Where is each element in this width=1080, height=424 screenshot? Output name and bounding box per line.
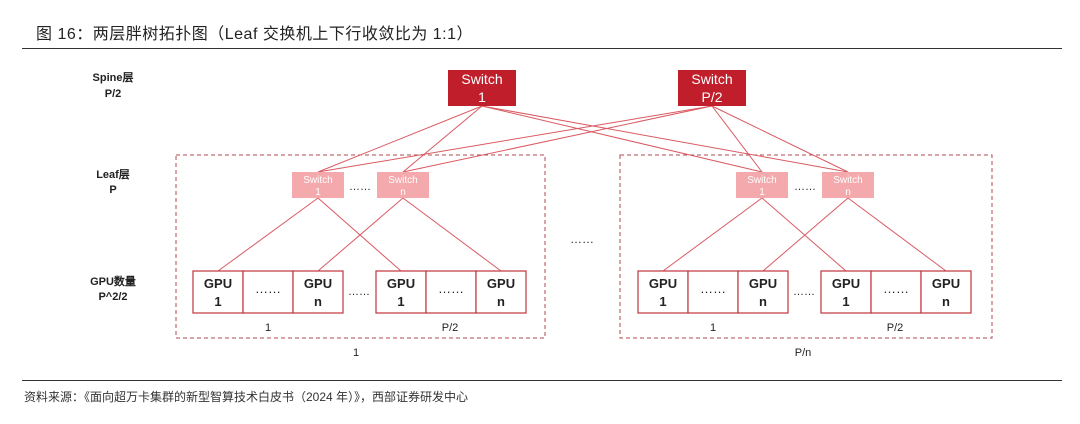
gpu-cell-4-3	[920, 270, 972, 314]
gpu-cell-1-1	[192, 270, 244, 314]
gpu-cell-label: GPU	[649, 276, 677, 291]
bottom-divider	[22, 380, 1062, 381]
gpu-cell-index: 1	[397, 294, 404, 309]
gpu-cell-label: GPU	[304, 276, 332, 291]
spine-leaf-link-2-2	[402, 105, 713, 173]
page-title: 图 16：两层胖树拓扑图（Leaf 交换机上下行收敛比为 1:1）	[36, 26, 474, 43]
svg-text:Switch: Switch	[833, 175, 862, 186]
svg-text:Switch: Switch	[747, 175, 776, 186]
spine-leaf-link-1-1	[317, 105, 483, 173]
leaf-layer-count: P	[109, 184, 116, 196]
group-label-1: 1	[265, 322, 271, 334]
leaf-switch-1: Switch 1	[292, 172, 344, 198]
pod-label-1: 1	[353, 347, 359, 359]
gpu-cell-label: GPU	[487, 276, 515, 291]
gpu-cell-label: GPU	[932, 276, 960, 291]
gpu-cell-label: ……	[700, 281, 726, 296]
spine-layer-label: Spine层	[93, 71, 134, 84]
svg-text:n: n	[400, 187, 406, 198]
svg-text:Switch: Switch	[461, 71, 502, 87]
leaf-gpu-link-3-a	[662, 197, 763, 272]
gpu-layer-label: GPU数量	[90, 274, 136, 288]
spine-leaf-link-1-4	[481, 105, 849, 173]
source-note: 资料来源：《面向超万卡集群的新型智算技术白皮书（2024 年）》，西部证券研发中…	[24, 390, 469, 404]
pod-label-2: P/n	[795, 347, 812, 359]
svg-text:1: 1	[315, 187, 321, 198]
leaf-gpu-link-1-b	[317, 197, 404, 272]
svg-text:Switch: Switch	[303, 175, 332, 186]
leaf-gpu-link-4-a	[761, 197, 847, 272]
svg-text:Switch: Switch	[691, 71, 732, 87]
leaf-gpu-link-3-b	[762, 197, 849, 272]
gpu-cell-3-3	[737, 270, 789, 314]
group-label-2: P/2	[442, 322, 459, 334]
group-label-4: P/2	[887, 322, 904, 334]
gpu-cell-label: GPU	[832, 276, 860, 291]
gpu-cell-index: 1	[659, 294, 666, 309]
spine-leaf-link-2-1	[317, 105, 713, 173]
gpu-cell-index: n	[497, 294, 505, 309]
leaf-switch-2: Switch n	[377, 172, 429, 198]
link-lines	[217, 105, 947, 272]
leaf-switch-3: Switch 1	[736, 172, 788, 198]
svg-text:Switch: Switch	[388, 175, 417, 186]
leaf-ellipsis-1: ……	[349, 181, 371, 193]
pod-ellipsis: ……	[570, 232, 594, 246]
gpu-cell-4-2	[870, 270, 922, 314]
svg-text:1: 1	[759, 187, 765, 198]
group-ellipsis: ……	[793, 286, 815, 298]
gpu-groups: GPU 1 …… GPU n …… GPU 1 …… GPU n GPU 1 …… GPU n …… GPU 1 ………	[192, 270, 972, 314]
leaf-ellipsis-2: ……	[794, 181, 816, 193]
gpu-cell-3-2	[687, 270, 739, 314]
gpu-cell-2-2	[425, 270, 477, 314]
gpu-cell-1-3	[292, 270, 344, 314]
gpu-cell-label: ……	[438, 281, 464, 296]
gpu-cell-2-3	[475, 270, 527, 314]
leaf-gpu-link-4-b	[847, 197, 947, 272]
gpu-cell-index: 1	[214, 294, 221, 309]
svg-text:1: 1	[478, 89, 486, 105]
gpu-cell-3-1	[637, 270, 689, 314]
gpu-cell-1-2	[242, 270, 294, 314]
pod-box-2	[619, 154, 993, 339]
gpu-cell-label: GPU	[749, 276, 777, 291]
top-divider	[22, 48, 1062, 49]
group-label-3: 1	[710, 322, 716, 334]
spine-layer-count: P/2	[105, 88, 122, 100]
gpu-cell-label: GPU	[204, 276, 232, 291]
gpu-cell-index: n	[942, 294, 950, 309]
gpu-cell-index: 1	[842, 294, 849, 309]
gpu-layer-count: P^2/2	[98, 291, 127, 303]
spine-switch-2: Switch P/2	[678, 70, 746, 106]
spine-leaf-link-1-2	[402, 105, 483, 173]
svg-text:n: n	[845, 187, 851, 198]
gpu-cell-index: n	[759, 294, 767, 309]
gpu-cell-index: n	[314, 294, 322, 309]
leaf-gpu-link-2-a	[317, 197, 402, 272]
spine-leaf-link-1-3	[481, 105, 763, 173]
gpu-cell-label: GPU	[387, 276, 415, 291]
spine-leaf-link-2-3	[711, 105, 763, 173]
leaf-gpu-link-1-a	[217, 197, 319, 272]
gpu-cell-4-1	[820, 270, 872, 314]
leaf-switch-4: Switch n	[822, 172, 874, 198]
gpu-cell-label: ……	[883, 281, 909, 296]
spine-leaf-link-2-4	[711, 105, 849, 173]
gpu-cell-label: ……	[255, 281, 281, 296]
svg-text:P/2: P/2	[701, 89, 722, 105]
leaf-layer-label: Leaf层	[96, 168, 130, 181]
leaf-gpu-link-2-b	[402, 197, 502, 272]
spine-switch-1: Switch 1	[448, 70, 516, 106]
group-ellipsis: ……	[348, 286, 370, 298]
fat-tree-diagram: Spine层 P/2 Leaf层 P GPU数量 P^2/2 Switch 1 …	[90, 70, 993, 359]
